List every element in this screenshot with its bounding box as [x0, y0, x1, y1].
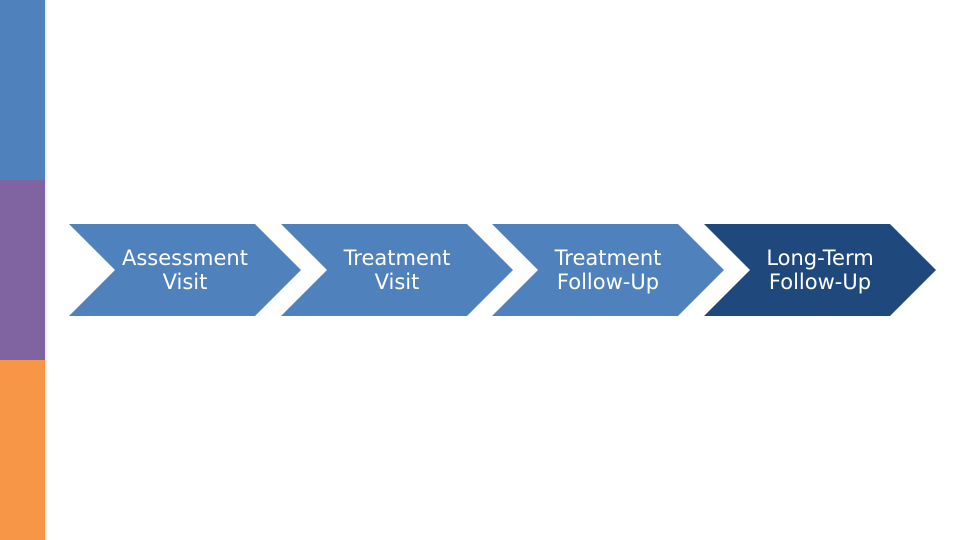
- process-step-line-1: Long-Term: [766, 246, 874, 270]
- process-step-label: Long-Term Follow-Up: [750, 224, 890, 316]
- process-step-line-2: Follow-Up: [768, 270, 872, 294]
- side-bar-blue-segment: [0, 0, 45, 180]
- process-step-line-2: Visit: [374, 270, 420, 294]
- chevron-shape-3: [492, 224, 724, 316]
- process-step-line-1: Treatment: [343, 246, 451, 270]
- process-step-line-2: Visit: [162, 270, 208, 294]
- chevron-shape-2: [281, 224, 513, 316]
- side-accent-bar: [0, 0, 50, 540]
- process-step-2: Treatment Visit: [281, 224, 513, 316]
- process-step-label: Treatment Follow-Up: [538, 224, 678, 316]
- side-bar-shadow: [45, 0, 50, 540]
- process-step-4: Long-Term Follow-Up: [704, 224, 936, 316]
- chevron-shape-1: [69, 224, 301, 316]
- process-step-line-1: Treatment: [554, 246, 662, 270]
- process-step-label: Assessment Visit: [115, 224, 255, 316]
- process-step-line-2: Follow-Up: [556, 270, 660, 294]
- chevron-shape-4: [704, 224, 936, 316]
- process-step-1: Assessment Visit: [69, 224, 301, 316]
- process-step-label: Treatment Visit: [327, 224, 467, 316]
- side-bar-orange-segment: [0, 360, 45, 540]
- process-step-3: Treatment Follow-Up: [492, 224, 724, 316]
- side-bar-purple-segment: [0, 180, 45, 360]
- process-step-line-1: Assessment: [122, 246, 248, 270]
